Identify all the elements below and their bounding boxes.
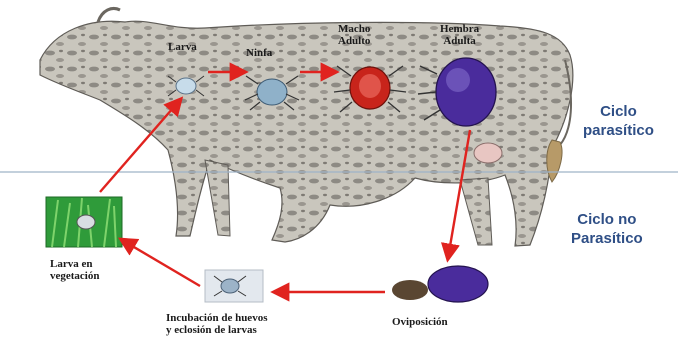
label-oviposicion: Oviposición <box>392 316 448 328</box>
oviposition-tick-icon <box>392 266 488 302</box>
cow-leg-back <box>460 178 492 245</box>
label-larva-en-vegetacion: Larva en vegetación <box>50 258 99 282</box>
label-ciclo-no-parasitico: Ciclo no Parasítico <box>571 210 643 248</box>
label-ninfa: Ninfa <box>246 47 272 59</box>
arrow-incubation-to-vegetation <box>122 240 200 286</box>
label-hembra-adulta: Hembra Adulta <box>440 23 479 47</box>
larva-in-vegetation-image <box>46 197 122 247</box>
cow-horn <box>98 9 120 23</box>
cow-tail-tuft <box>547 140 562 182</box>
label-incubacion: Incubación de huevos y eclosión de larva… <box>166 312 267 336</box>
label-ciclo-parasitico: Ciclo parasítico <box>583 102 654 140</box>
cow-udder <box>474 143 502 163</box>
label-larva: Larva <box>168 41 197 53</box>
label-macho-adulto: Macho Adulto <box>338 23 370 47</box>
egg-incubation-image <box>205 270 263 302</box>
